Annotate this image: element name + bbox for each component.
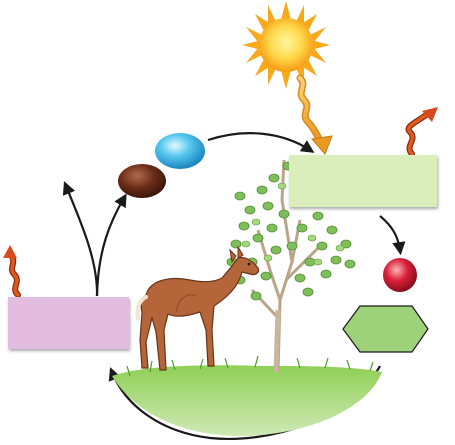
label-box-heat <box>8 297 129 349</box>
grass-ground <box>112 355 382 437</box>
heat-arrow-icon <box>3 245 21 298</box>
label-box-energy <box>289 155 437 207</box>
tree-icon <box>226 159 356 373</box>
arrow-left-up-right <box>95 193 127 297</box>
arrow-left-up <box>62 181 99 297</box>
arrow-box-to-red <box>379 215 406 256</box>
red-molecule <box>383 258 417 292</box>
deer-icon <box>135 245 260 371</box>
arrow-top-to-box <box>207 132 315 153</box>
green-hexagon <box>342 305 429 353</box>
heat-arrow-icon <box>405 107 438 157</box>
light-arrow-icon <box>296 74 333 155</box>
sun-icon <box>242 1 330 89</box>
brown-molecule <box>118 164 166 198</box>
blue-molecule <box>155 133 205 169</box>
